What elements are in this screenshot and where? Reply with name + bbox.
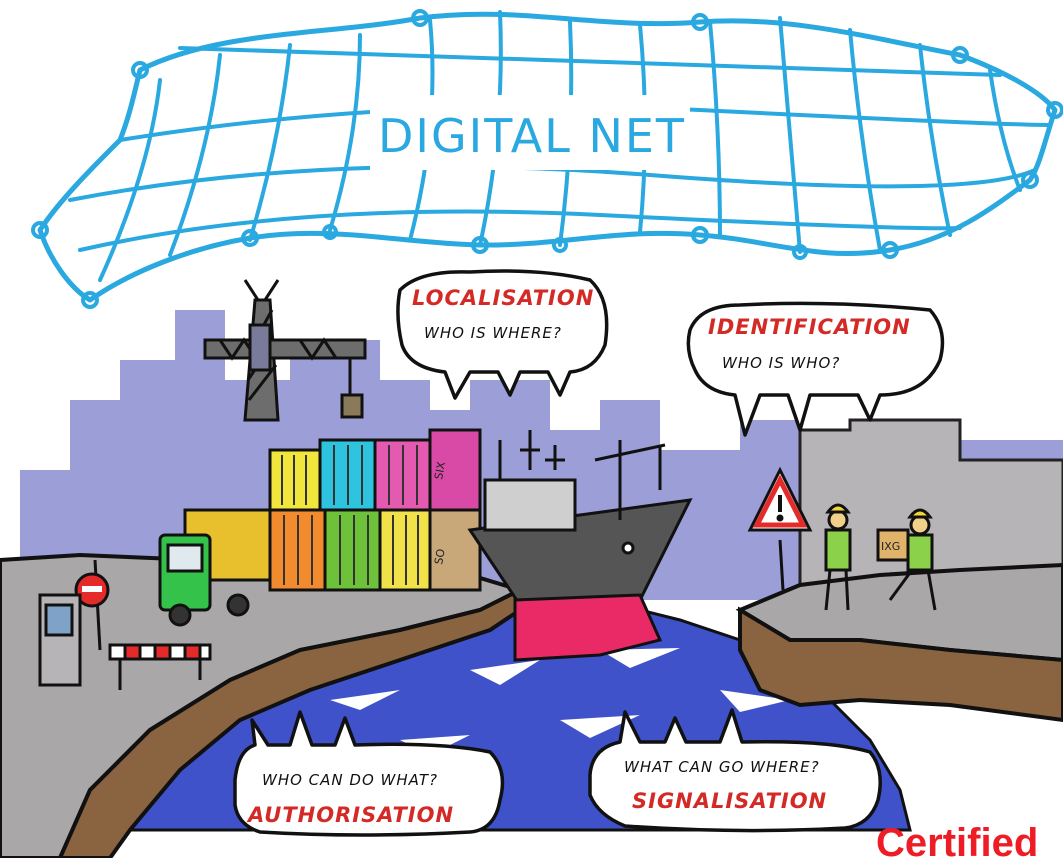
worker-right — [876, 508, 937, 611]
bubble-authorisation — [233, 710, 505, 837]
green-truck — [158, 533, 250, 627]
authorisation-question: WHO CAN DO WHAT? — [262, 771, 438, 789]
bubble-signalisation — [588, 708, 882, 833]
harbour-crane — [203, 279, 367, 422]
digital-net — [31, 9, 1063, 309]
container-ribs — [281, 445, 419, 585]
crate-label: IXG — [881, 540, 900, 553]
signalisation-question: WHAT CAN GO WHERE? — [624, 758, 820, 776]
authorisation-heading: AUTHORISATION — [246, 803, 454, 827]
road-barrier — [108, 643, 212, 690]
net-knots — [31, 9, 1063, 309]
net-label: DIGITAL NET — [378, 109, 686, 163]
net-outline — [37, 11, 1058, 303]
bubble-identification — [686, 301, 945, 437]
crane-load — [340, 393, 364, 419]
signalisation-heading: SIGNALISATION — [632, 789, 827, 813]
cargo-ship — [467, 430, 693, 662]
worker-left — [824, 503, 852, 611]
net-label-background — [370, 95, 690, 170]
guard-booth — [38, 593, 82, 687]
no-entry-sign — [74, 559, 110, 651]
container-label-bottom: SO — [432, 548, 448, 566]
localisation-heading: LOCALISATION — [412, 286, 594, 310]
left-quay-edge — [57, 586, 522, 858]
identification-question: WHO IS WHO? — [722, 354, 840, 372]
bubble-localisation — [396, 269, 609, 400]
carried-crate — [876, 528, 910, 562]
warning-sign — [747, 466, 813, 591]
container-label-top: SIX — [432, 460, 448, 480]
right-quay-edge — [738, 606, 1063, 723]
net-mesh — [68, 10, 1052, 282]
certified-label: Certified — [876, 821, 1038, 858]
localisation-question: WHO IS WHERE? — [424, 324, 562, 342]
identification-heading: IDENTIFICATION — [708, 315, 911, 339]
